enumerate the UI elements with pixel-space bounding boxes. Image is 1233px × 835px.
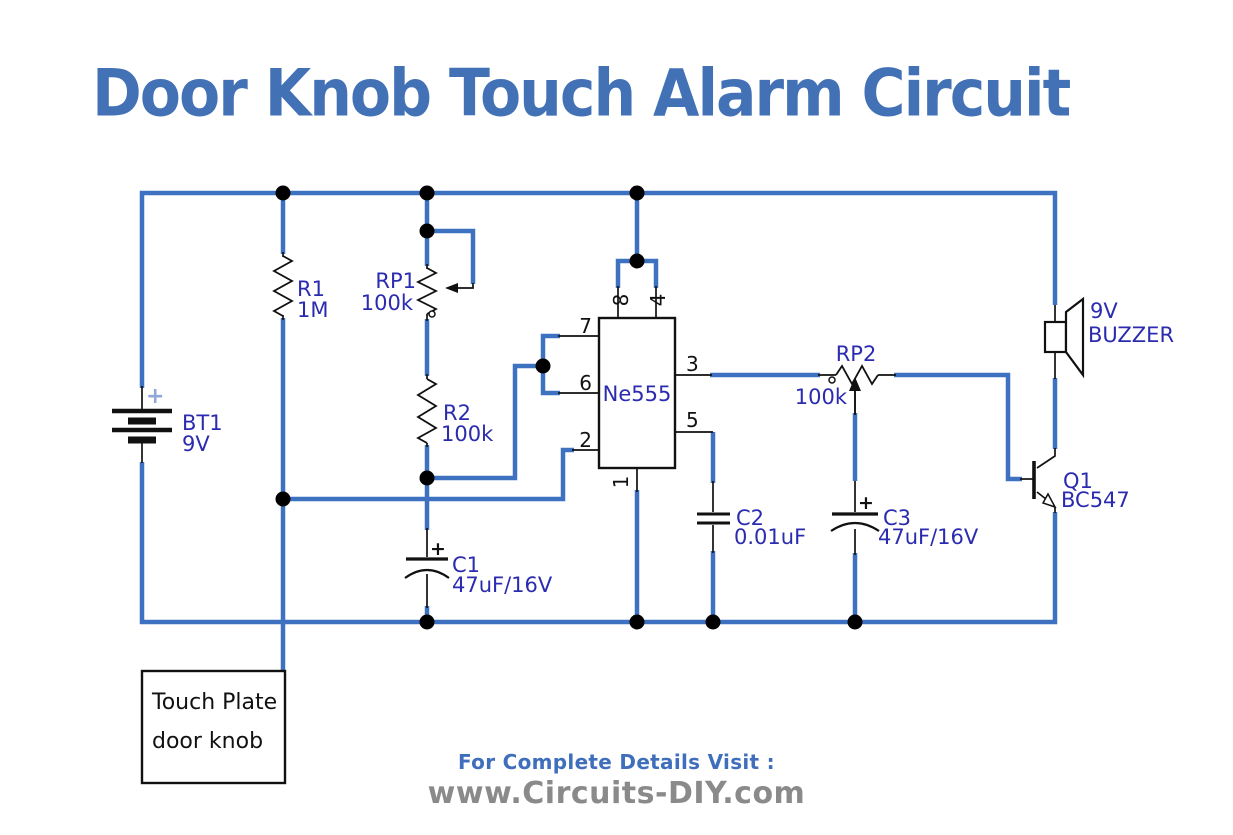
- wire-pin2-input: [283, 447, 574, 502]
- c2-capacitor-symbol: [697, 512, 730, 525]
- rp2-zigzag: [835, 364, 879, 386]
- ne555-ic-body: [597, 316, 677, 470]
- page-title: Door Knob Touch Alarm Circuit: [92, 56, 1071, 132]
- footer-website-url: www.Circuits-DIY.com: [427, 776, 806, 811]
- q1-value-label: BC547: [1061, 488, 1130, 512]
- junction-dot: [535, 358, 551, 374]
- c3-capacitor-symbol: [830, 512, 880, 532]
- rp1-terminal-circle: [428, 310, 436, 318]
- wire-rp1-wiper-loop: [427, 228, 476, 284]
- c3-plate-curved: [830, 521, 880, 532]
- junction-dot: [705, 614, 721, 630]
- touch-plate-box: [140, 669, 287, 785]
- rp1-potentiometer-symbol: [415, 267, 458, 318]
- junction-dot: [419, 614, 435, 630]
- c1-plate-curved: [404, 568, 450, 579]
- c2-ref-label: C2: [736, 506, 764, 530]
- r1-ref-label: R1: [297, 277, 325, 301]
- c2-value-label: 0.01uF: [734, 525, 806, 549]
- wire-top-rail: [139, 190, 1058, 388]
- wire-rp2-to-base: [894, 372, 1022, 482]
- c3-value-label: 47uF/16V: [878, 525, 979, 549]
- r2-value-label: 100k: [441, 422, 494, 446]
- battery-symbol: [112, 408, 172, 444]
- ne555-label: Ne555: [603, 382, 672, 406]
- wire-r2-to-pin67: [427, 363, 543, 481]
- buzzer-voltage-label: 9V: [1090, 299, 1118, 323]
- pin8-number: 8: [609, 294, 633, 307]
- rp2-terminal-circle: [828, 376, 836, 384]
- junction-dot: [629, 185, 645, 201]
- c1-value-label: 47uF/16V: [452, 573, 553, 597]
- rp1-wiper-shaft: [456, 283, 474, 289]
- c1-plus-sign: +: [430, 538, 446, 560]
- pin2-number: 2: [579, 428, 592, 452]
- junction-dots: [275, 185, 863, 630]
- r2-ref-label: R2: [443, 401, 471, 425]
- junction-dot: [847, 614, 863, 630]
- battery-plus-sign: +: [146, 384, 164, 409]
- battery-value-label: 9V: [182, 432, 210, 456]
- c3-ref-label: C3: [883, 506, 911, 530]
- wire-bottom-rail: [139, 462, 1058, 625]
- pin1-number: 1: [609, 476, 633, 489]
- rp2-value-label: 100k: [795, 385, 848, 409]
- rp2-ref-label: RP2: [836, 342, 877, 366]
- junction-dot: [419, 185, 435, 201]
- footer-visit-text: For Complete Details Visit :: [458, 750, 775, 774]
- r1-value-label: 1M: [297, 298, 328, 322]
- junction-dot: [275, 491, 291, 507]
- touch-plate-line2: door knob: [152, 729, 263, 754]
- rp1-value-label: 100k: [361, 291, 414, 315]
- rp2-wiper-arrow: [849, 377, 861, 391]
- battery-ref-label: BT1: [182, 411, 223, 435]
- touch-plate-line1: Touch Plate: [151, 690, 277, 715]
- rp1-wiper-arrow: [445, 283, 458, 293]
- q1-ref-label: Q1: [1063, 469, 1093, 493]
- junction-dot: [419, 223, 435, 239]
- q1-transistor-symbol: [1032, 461, 1057, 509]
- pin3-number: 3: [686, 352, 699, 376]
- junction-dot: [275, 185, 291, 201]
- buzzer-symbol: [1043, 296, 1085, 379]
- c1-capacitor-symbol: [404, 557, 450, 579]
- footer: For Complete Details Visit : www.Circuit…: [0, 750, 1233, 811]
- buzzer-driver-rect: [1043, 320, 1068, 354]
- junction-dot: [629, 614, 645, 630]
- pin5-number: 5: [686, 408, 699, 432]
- pin4-number: 4: [646, 294, 670, 307]
- c3-plus-sign: +: [858, 492, 874, 514]
- rp1-zigzag: [415, 267, 439, 315]
- buzzer-name-label: BUZZER: [1088, 323, 1174, 347]
- buzzer-horn: [1064, 296, 1085, 379]
- r2-resistor-symbol: [416, 378, 438, 444]
- pin6-number: 6: [579, 371, 592, 395]
- q1-emitter-arrow: [1041, 492, 1057, 509]
- c1-ref-label: C1: [452, 553, 480, 577]
- r1-resistor-symbol: [272, 255, 294, 317]
- junction-dot: [419, 470, 435, 486]
- rp2-potentiometer-symbol: [818, 364, 896, 414]
- pin7-number: 7: [579, 314, 592, 338]
- junction-dot: [629, 253, 645, 269]
- rp1-ref-label: RP1: [375, 269, 416, 293]
- q1-collector-lead: [1036, 448, 1056, 469]
